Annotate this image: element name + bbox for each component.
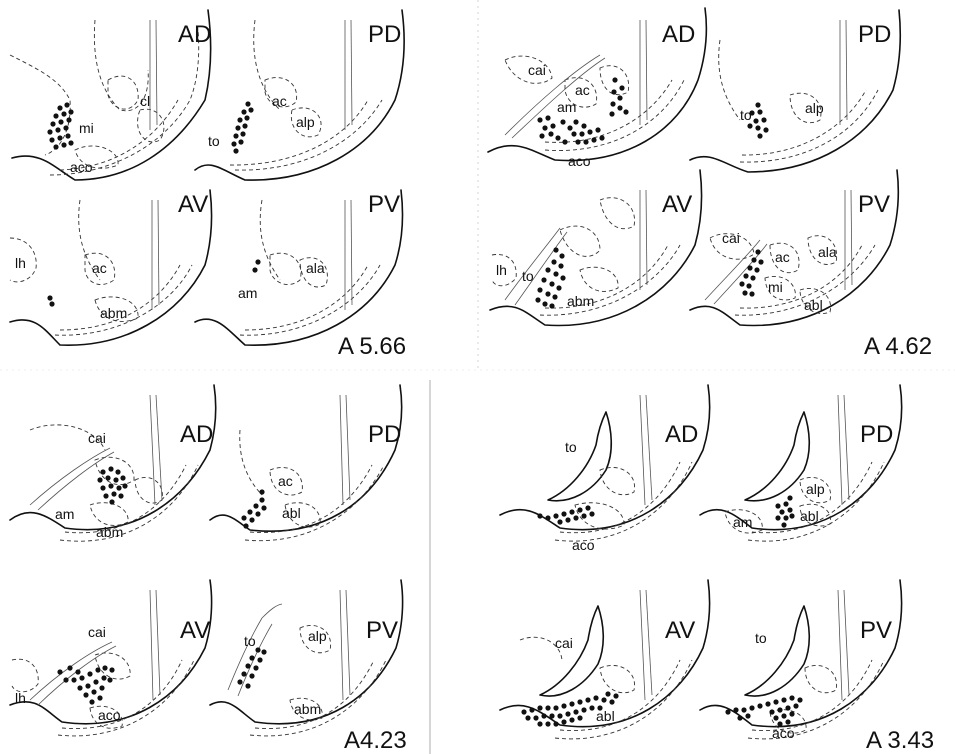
label-abl: abl bbox=[800, 508, 819, 524]
quadrant-pv: PV bbox=[368, 191, 400, 218]
label-abl: abl bbox=[804, 297, 823, 313]
neuron-cluster bbox=[739, 249, 763, 296]
quadrant-ad: AD bbox=[180, 421, 213, 448]
section-a462-pv: cai ac ala mi abl PV bbox=[690, 170, 898, 325]
label-cl: cl bbox=[140, 93, 150, 109]
quadrant-ad: AD bbox=[662, 21, 695, 48]
label-lh: lh bbox=[15, 255, 26, 271]
label-abm: abm bbox=[567, 293, 594, 309]
label-cai: cai bbox=[555, 635, 573, 651]
label-am: am bbox=[238, 285, 257, 301]
quadrant-pv: PV bbox=[858, 191, 890, 218]
label-aco: aco bbox=[772, 725, 795, 741]
section-a343-ad: to aco AD bbox=[500, 385, 710, 553]
section-a566-ad: cl mi aco AD bbox=[10, 10, 211, 180]
label-alp: alp bbox=[296, 114, 315, 130]
level-label: A 4.62 bbox=[864, 333, 932, 360]
label-cai: cai bbox=[722, 230, 740, 246]
panel-a343: to aco AD alp am abl PD bbox=[500, 385, 934, 754]
label-to: to bbox=[565, 439, 577, 455]
quadrant-av: AV bbox=[178, 191, 208, 218]
quadrant-pd: PD bbox=[368, 421, 401, 448]
panel-a423: cai am abm AD ac abl PD bbox=[10, 385, 407, 754]
section-a423-ad: cai am abm AD bbox=[10, 385, 216, 541]
quadrant-av: AV bbox=[180, 617, 210, 644]
label-abl: abl bbox=[282, 505, 301, 521]
panel-a566: cl mi aco AD ac alp to PD bbox=[10, 10, 406, 360]
quadrant-pv: PV bbox=[366, 617, 398, 644]
neuron-cluster bbox=[775, 495, 794, 527]
label-aco: aco bbox=[572, 537, 595, 553]
quadrant-pd: PD bbox=[368, 21, 401, 48]
section-a423-pv: to alp abm PV bbox=[210, 580, 403, 736]
label-aco: aco bbox=[568, 153, 591, 169]
label-aco: aco bbox=[98, 707, 121, 723]
label-cai: cai bbox=[88, 624, 106, 640]
label-am: am bbox=[55, 506, 74, 522]
section-a566-av: lh ac abm AV bbox=[10, 190, 212, 345]
label-ala: ala bbox=[818, 244, 837, 260]
quadrant-ad: AD bbox=[665, 421, 698, 448]
section-a343-pv: to aco PV bbox=[700, 580, 902, 741]
section-a462-ad: cai ac am aco AD bbox=[488, 8, 706, 169]
neuron-cluster bbox=[535, 247, 565, 308]
label-abm: abm bbox=[100, 305, 127, 321]
section-a423-av: cai lh aco AV bbox=[10, 580, 212, 736]
label-ala: ala bbox=[306, 260, 325, 276]
label-lh: lh bbox=[15, 690, 26, 706]
level-label: A 5.66 bbox=[338, 333, 406, 360]
section-a462-av: lh to abm AV bbox=[490, 170, 702, 325]
quadrant-pv: PV bbox=[860, 617, 892, 644]
quadrant-pd: PD bbox=[858, 21, 891, 48]
label-to: to bbox=[208, 133, 220, 149]
label-abm: abm bbox=[96, 524, 123, 540]
section-a566-pd: ac alp to PD bbox=[195, 10, 404, 180]
label-cai: cai bbox=[88, 430, 106, 446]
label-cai: cai bbox=[528, 62, 546, 78]
level-label: A 3.43 bbox=[866, 727, 934, 754]
label-mi: mi bbox=[768, 279, 783, 295]
quadrant-av: AV bbox=[662, 191, 692, 218]
label-abl: abl bbox=[596, 708, 615, 724]
label-ac: ac bbox=[575, 82, 590, 98]
label-am: am bbox=[557, 99, 576, 115]
label-alp: alp bbox=[308, 628, 327, 644]
neuron-cluster bbox=[241, 489, 266, 528]
label-alp: alp bbox=[806, 481, 825, 497]
section-a343-pd: alp am abl PD bbox=[700, 385, 902, 541]
label-am: am bbox=[733, 514, 752, 530]
label-ac: ac bbox=[278, 473, 293, 489]
label-abm: abm bbox=[294, 701, 321, 717]
label-aco: aco bbox=[70, 159, 93, 175]
section-a566-pv: ala am PV bbox=[195, 190, 403, 345]
quadrant-av: AV bbox=[665, 617, 695, 644]
section-a423-pd: ac abl PD bbox=[210, 385, 402, 541]
level-label: A4.23 bbox=[344, 727, 407, 754]
neuron-cluster bbox=[537, 505, 594, 524]
quadrant-ad: AD bbox=[178, 21, 211, 48]
label-ac: ac bbox=[272, 93, 287, 109]
label-to: to bbox=[522, 268, 534, 284]
section-a343-av: cai abl AV bbox=[500, 580, 710, 739]
neuron-cluster bbox=[57, 665, 114, 704]
label-to: to bbox=[755, 630, 767, 646]
label-ac: ac bbox=[775, 249, 790, 265]
neuron-cluster bbox=[97, 466, 127, 504]
label-lh: lh bbox=[496, 262, 507, 278]
quadrant-pd: PD bbox=[860, 421, 893, 448]
neuron-cluster bbox=[237, 647, 266, 688]
label-mi: mi bbox=[79, 120, 94, 136]
label-to: to bbox=[740, 107, 752, 123]
label-ac: ac bbox=[92, 260, 107, 276]
label-alp: alp bbox=[805, 100, 824, 116]
panel-a462: cai ac am aco AD bbox=[488, 8, 932, 360]
label-to: to bbox=[244, 633, 256, 649]
section-a462-pd: to alp PD bbox=[690, 10, 900, 172]
neuron-cluster bbox=[231, 101, 253, 153]
